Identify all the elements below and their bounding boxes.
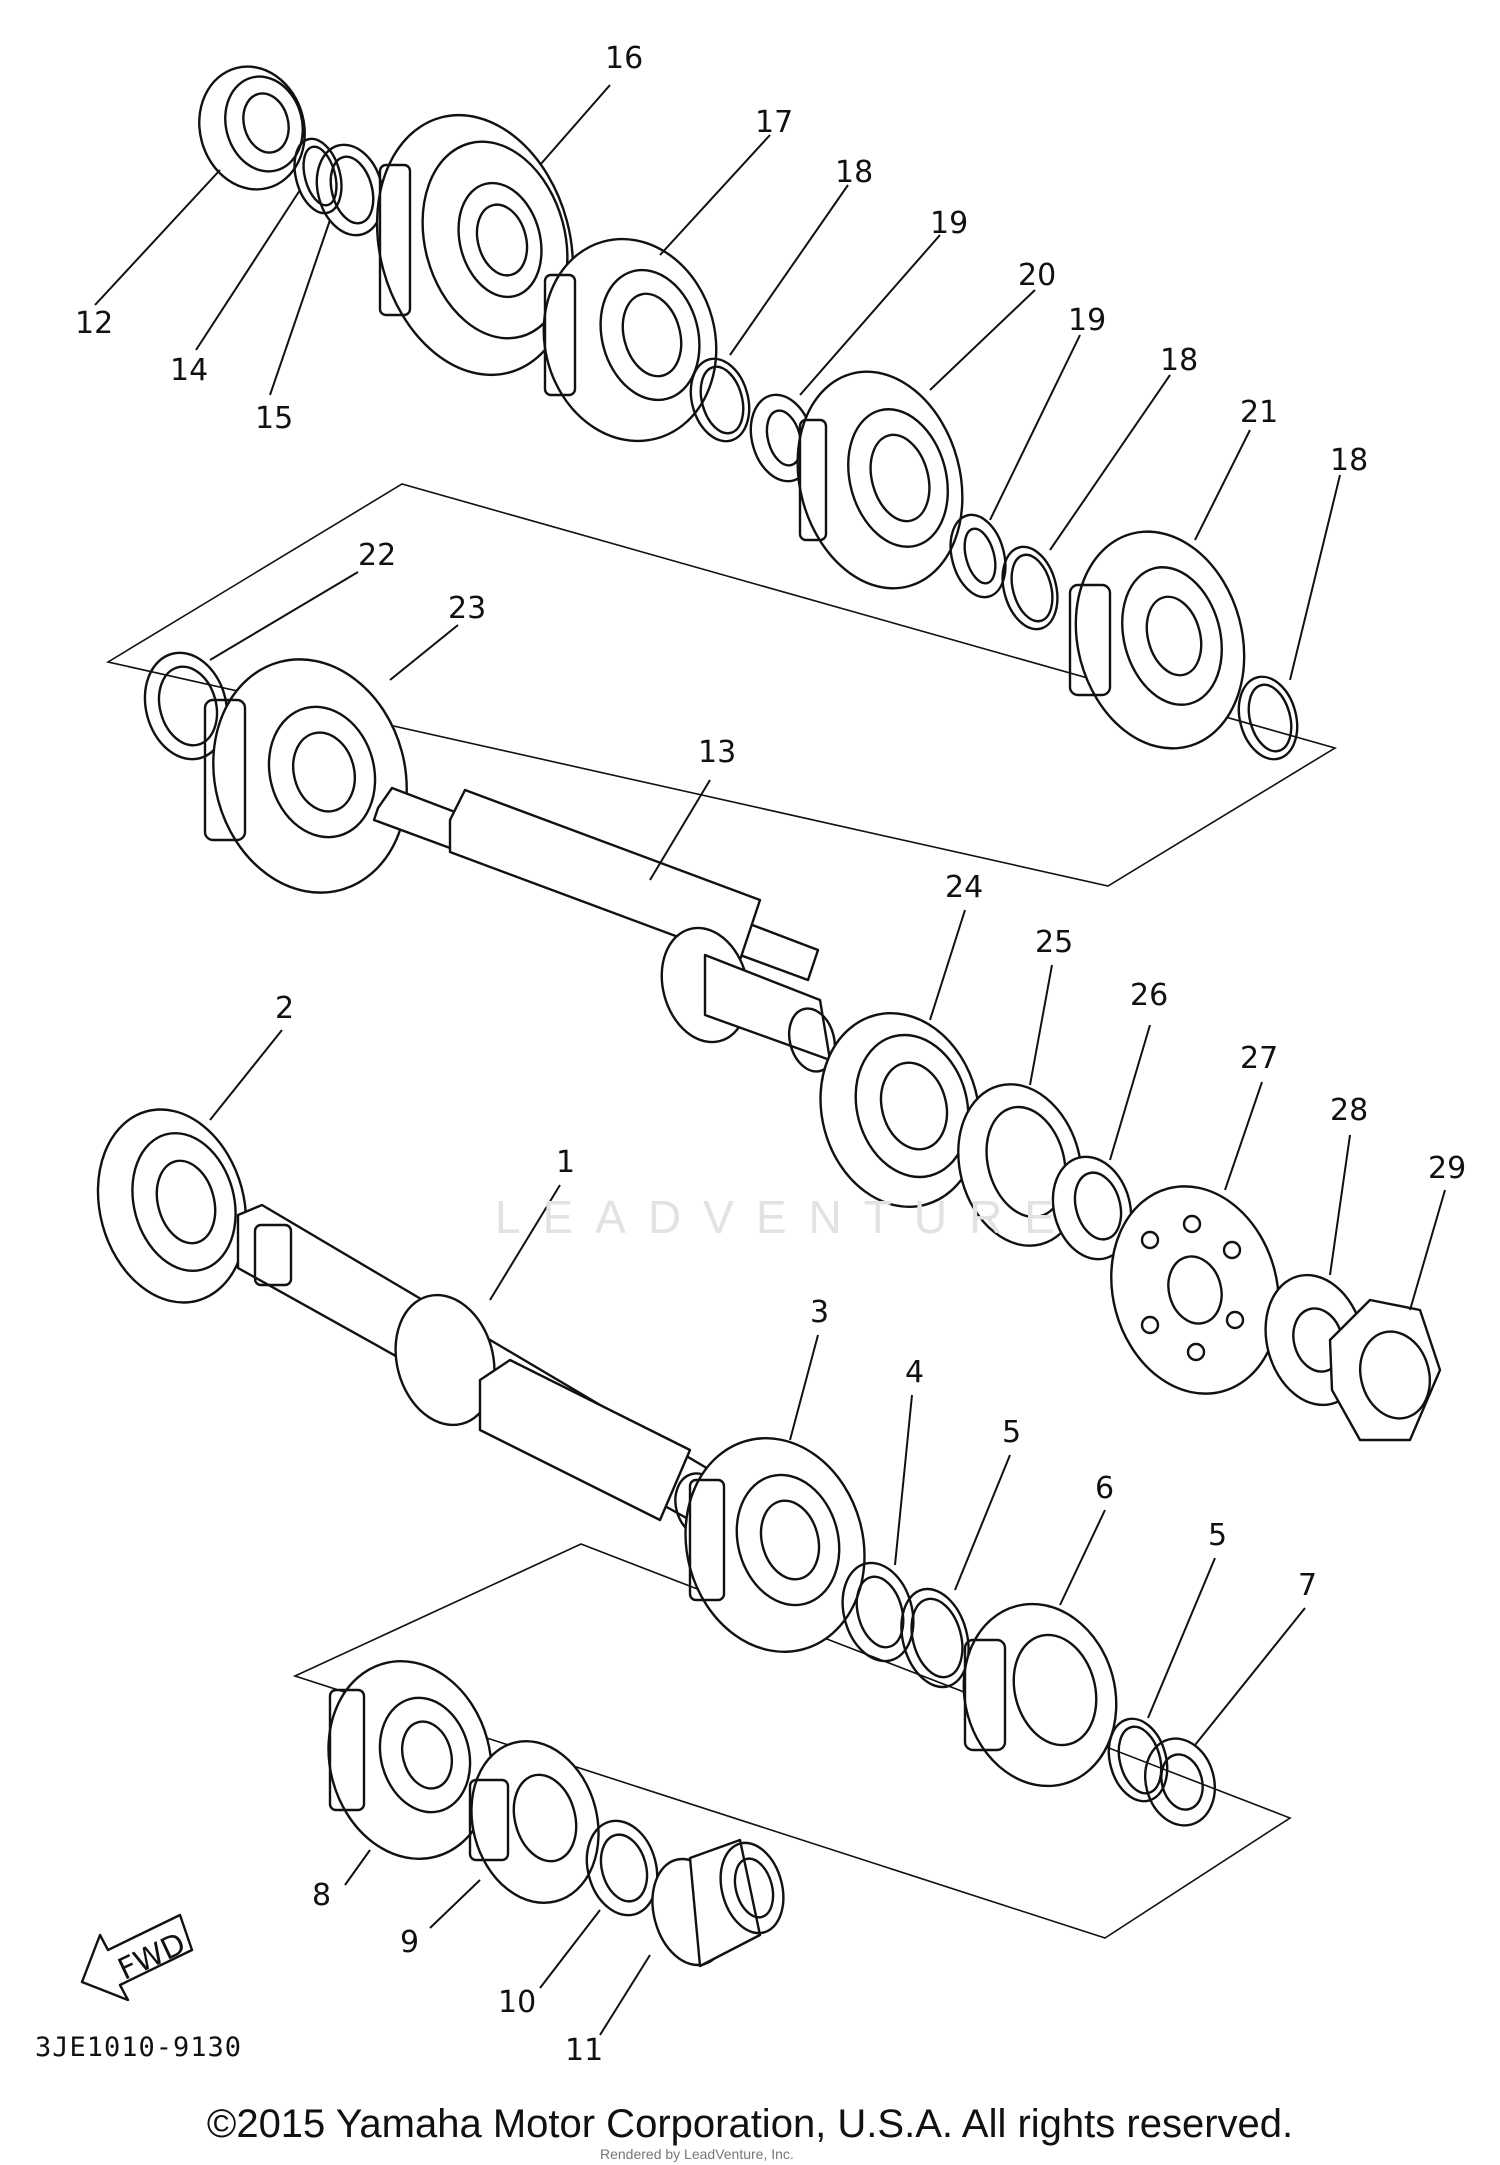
gear-8 xyxy=(327,1660,493,1860)
rendered-by-note: Rendered by LeadVenture, Inc. xyxy=(600,2146,794,2162)
bearing-24 xyxy=(819,1012,981,1208)
callout-16: 16 xyxy=(605,41,643,76)
gear-23 xyxy=(203,658,408,894)
callout-9: 9 xyxy=(400,1925,419,1960)
needle-bearing-11 xyxy=(651,1838,785,1968)
callout-29: 29 xyxy=(1428,1151,1466,1186)
callout-5-a: 5 xyxy=(1002,1415,1021,1450)
callout-1: 1 xyxy=(556,1145,575,1180)
callout-4: 4 xyxy=(905,1355,924,1390)
callout-13: 13 xyxy=(698,735,736,770)
callout-18-a: 18 xyxy=(835,155,873,190)
callout-22: 22 xyxy=(358,538,396,573)
callout-24: 24 xyxy=(945,870,983,905)
circlip-14 xyxy=(293,137,343,215)
callout-28: 28 xyxy=(1330,1093,1368,1128)
gear-16 xyxy=(375,113,575,377)
washer-4 xyxy=(841,1561,915,1663)
callout-3: 3 xyxy=(810,1295,829,1330)
copyright-notice: ©2015 Yamaha Motor Corporation, U.S.A. A… xyxy=(206,2102,1294,2146)
callouts: 12 14 15 16 17 18 19 20 19 18 21 18 22 2… xyxy=(75,41,1466,2068)
circlip-18-a xyxy=(689,357,751,443)
gear-17 xyxy=(542,237,718,443)
gear-9 xyxy=(468,1739,600,1905)
callout-23: 23 xyxy=(448,591,486,626)
callout-25: 25 xyxy=(1035,925,1073,960)
main-axle-13 xyxy=(372,786,837,1073)
leader-lines xyxy=(94,84,1446,2036)
collar-26 xyxy=(1051,1155,1133,1261)
gear-3 xyxy=(684,1437,866,1653)
callout-26: 26 xyxy=(1130,978,1168,1013)
callout-8: 8 xyxy=(312,1878,331,1913)
oil-seal-25 xyxy=(957,1083,1083,1247)
watermark: LEADVENTURE xyxy=(495,1191,1077,1243)
circlip-18-b xyxy=(1001,545,1059,631)
callout-11: 11 xyxy=(565,2033,603,2068)
diagram-code: 3JE1010-9130 xyxy=(35,2032,243,2063)
bearing-2 xyxy=(96,1108,248,1304)
callout-20: 20 xyxy=(1018,258,1056,293)
drive-axle-1 xyxy=(236,1203,726,1538)
callout-17: 17 xyxy=(755,105,793,140)
callout-15: 15 xyxy=(255,401,293,436)
fwd-arrow: FWD xyxy=(80,1913,194,2002)
callout-5-b: 5 xyxy=(1208,1518,1227,1553)
callout-10: 10 xyxy=(498,1985,536,2020)
washer-10 xyxy=(585,1819,659,1917)
gear-21 xyxy=(1068,530,1246,750)
callout-19-a: 19 xyxy=(930,206,968,241)
nut-29 xyxy=(1328,1298,1442,1442)
callout-7: 7 xyxy=(1298,1568,1317,1603)
callout-12: 12 xyxy=(75,306,113,341)
circlip-18-c xyxy=(1237,675,1299,761)
lower-group-outline xyxy=(292,1543,1292,1939)
gear-20 xyxy=(796,370,964,590)
circlip-5-a xyxy=(900,1587,970,1689)
washer-19-b xyxy=(949,513,1007,599)
callout-6: 6 xyxy=(1095,1471,1114,1506)
gear-6 xyxy=(962,1602,1118,1788)
callout-18-b: 18 xyxy=(1160,343,1198,378)
callout-14: 14 xyxy=(170,353,208,388)
bearing-12 xyxy=(198,65,306,191)
washer-22 xyxy=(143,651,229,761)
callout-27: 27 xyxy=(1240,1041,1278,1076)
callout-21: 21 xyxy=(1240,395,1278,430)
washer-7 xyxy=(1144,1737,1216,1827)
callout-2: 2 xyxy=(275,991,294,1026)
sprocket-27 xyxy=(1110,1185,1280,1395)
callout-19-b: 19 xyxy=(1068,303,1106,338)
callout-18-c: 18 xyxy=(1330,443,1368,478)
upper-group-outline xyxy=(105,483,1337,887)
